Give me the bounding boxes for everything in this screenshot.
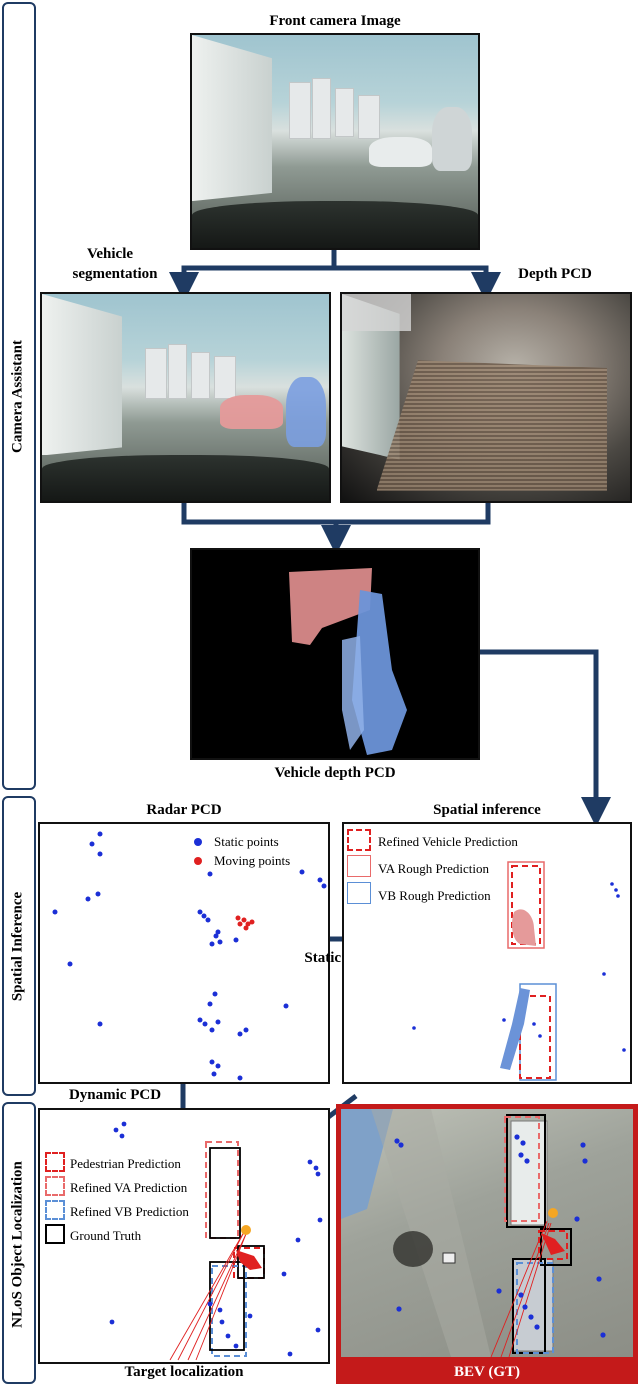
- ground-truth-legend: Ground Truth: [70, 1228, 142, 1243]
- dynamic-pcd-label: Dynamic PCD: [68, 1087, 162, 1103]
- pedestrian-swatch: [45, 1152, 65, 1172]
- ground-truth-swatch: [45, 1224, 65, 1244]
- depth-pcd-image: [340, 292, 632, 503]
- vb-vehicle-mask: [285, 376, 327, 448]
- vehicle-segmentation-image: [40, 292, 331, 503]
- vehicle-segmentation-title-line2: segmentation: [72, 266, 158, 282]
- radar-pcd-title: Radar PCD: [146, 802, 222, 818]
- vehicle-depth-pcd-title: Vehicle depth PCD: [274, 765, 396, 781]
- spatial-inference-title: Spatial inference: [433, 802, 541, 818]
- radar-legend-static: Static points: [194, 834, 279, 850]
- va-vehicle-mask: [219, 395, 284, 429]
- nlos-section: [2, 1102, 36, 1384]
- va-rough-legend: VA Rough Prediction: [378, 861, 489, 876]
- vehicle-depth-pcd-image: [190, 548, 480, 760]
- front-camera-title: Front camera Image: [269, 13, 401, 29]
- bev-gt-label-bar: [336, 1362, 638, 1384]
- nlos-boxes: [109, 1121, 323, 1361]
- radar-points: [52, 831, 327, 1081]
- refined-vehicle-swatch: [347, 829, 371, 851]
- vehicle-segmentation-title-line1: Vehicle: [86, 246, 134, 262]
- spatial-inference-section: [2, 796, 36, 1096]
- spatial-inference-panel: Refined Vehicle Prediction VA Rough Pred…: [342, 822, 632, 1084]
- refined-va-legend: Refined VA Prediction: [70, 1180, 188, 1195]
- camera-assistant-section: [2, 2, 36, 790]
- bev-overlay: [341, 1109, 606, 1357]
- radar-pcd-panel: Static points Moving points: [38, 822, 330, 1084]
- va-rough-swatch: [347, 855, 371, 877]
- refined-vb-legend: Refined VB Prediction: [70, 1204, 189, 1219]
- depth-pcd-title: Depth PCD: [518, 266, 592, 282]
- front-camera-image: [190, 33, 480, 250]
- bev-gt-image: [336, 1104, 638, 1362]
- bev-gt-label: BEV (GT): [454, 1364, 520, 1380]
- radar-legend-moving: Moving points: [194, 853, 290, 869]
- nlos-localization-panel: Pedestrian Prediction Refined VA Predict…: [38, 1108, 330, 1364]
- vb-rough-legend: VB Rough Prediction: [378, 888, 491, 903]
- refined-vb-swatch: [45, 1200, 65, 1220]
- target-localization-label: Target localization: [124, 1364, 244, 1380]
- refined-va-swatch: [45, 1176, 65, 1196]
- spatial-boxes: [412, 861, 626, 1081]
- vb-rough-swatch: [347, 882, 371, 904]
- refined-vehicle-legend: Refined Vehicle Prediction: [378, 834, 518, 849]
- pedestrian-legend: Pedestrian Prediction: [70, 1156, 181, 1171]
